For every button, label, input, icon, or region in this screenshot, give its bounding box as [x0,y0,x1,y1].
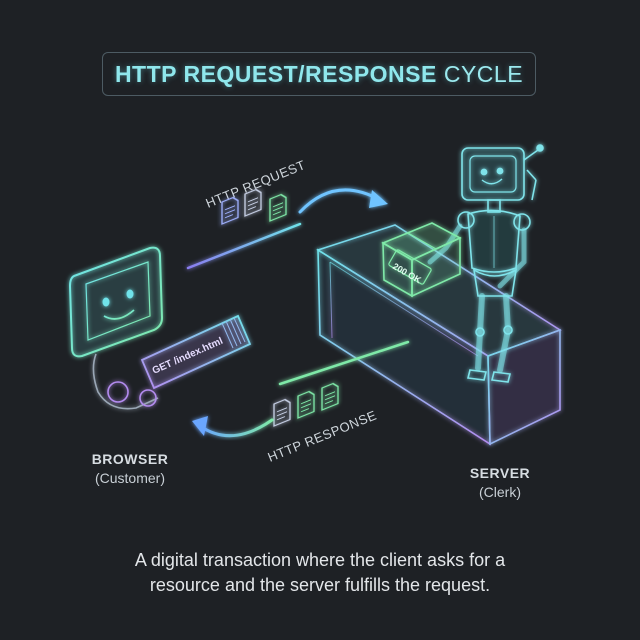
browser-tablet [68,246,164,358]
request-document-icon [221,196,239,225]
caption-line-1: A digital transaction where the client a… [134,550,506,570]
response-line [278,340,410,386]
title-strong: HTTP REQUEST/RESPONSE [114,60,437,87]
request-ticket [140,314,252,390]
request-arrow [298,188,382,214]
title-light: CYCLE [443,60,524,87]
caption: A digital transaction where the client a… [40,548,600,598]
server-counter [316,224,562,446]
browser-role: BROWSER (Customer) [70,450,190,488]
server-role: SERVER (Clerk) [450,464,550,502]
response-document-icon [321,382,339,411]
request-document-icon [244,188,262,217]
response-arrow [198,418,274,438]
response-package [381,222,462,298]
response-document-icon [273,398,291,427]
title-box: HTTP REQUEST/RESPONSE CYCLE [102,52,536,96]
server-role-text: (Clerk) [479,484,521,500]
caption-line-2: resource and the server fulfills the req… [149,575,491,595]
browser-body [92,353,159,410]
response-document-icon [297,390,315,419]
browser-name: BROWSER [91,451,169,467]
response-label: HTTP RESPONSE [266,407,379,464]
request-line [186,222,302,270]
browser-role-text: (Customer) [94,470,165,486]
server-name: SERVER [469,465,531,481]
request-document-icon [269,193,287,222]
